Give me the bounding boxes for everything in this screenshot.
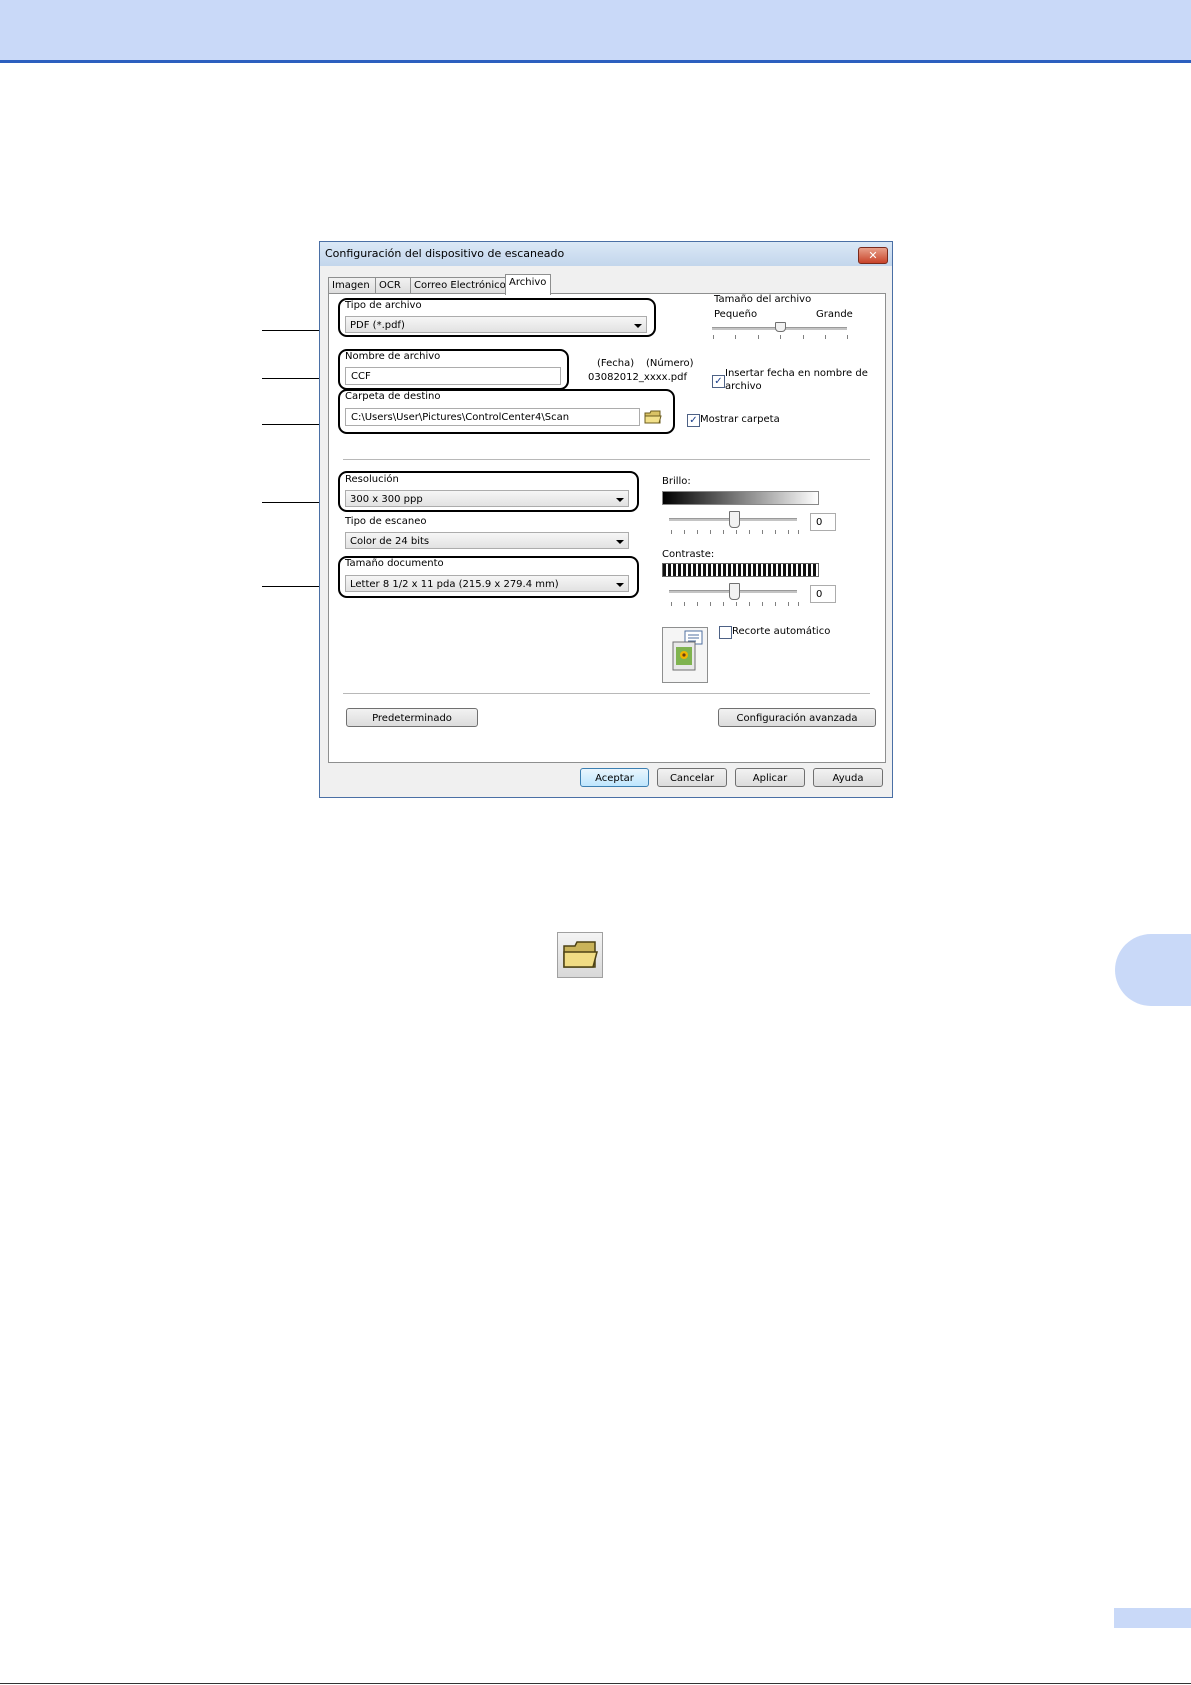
callout-line-file-name bbox=[262, 378, 334, 379]
section-divider bbox=[343, 693, 870, 694]
browse-folder-button[interactable] bbox=[643, 408, 663, 426]
file-type-combo[interactable]: PDF (*.pdf) bbox=[345, 316, 647, 333]
auto-crop-label: Recorte automático bbox=[732, 626, 831, 637]
page-number-tab bbox=[1114, 1608, 1191, 1628]
document-size-label: Tamaño documento bbox=[345, 558, 444, 569]
brightness-value-input[interactable]: 0 bbox=[810, 513, 836, 531]
number-hint: (Número) bbox=[646, 358, 694, 369]
apply-button[interactable]: Aplicar bbox=[735, 768, 805, 787]
section-divider bbox=[343, 459, 870, 460]
checkmark-icon: ✓ bbox=[714, 376, 723, 387]
file-size-label: Tamaño del archivo bbox=[714, 294, 812, 305]
file-type-label: Tipo de archivo bbox=[345, 300, 422, 311]
default-button[interactable]: Predeterminado bbox=[346, 708, 478, 727]
callout-line-document-size bbox=[262, 586, 334, 587]
callout-line-destination bbox=[262, 424, 334, 425]
contrast-pattern bbox=[662, 563, 819, 577]
contrast-slider-thumb[interactable] bbox=[728, 583, 740, 600]
page-header-band bbox=[0, 0, 1191, 63]
chevron-down-icon bbox=[616, 498, 624, 502]
file-name-input[interactable]: CCF bbox=[345, 367, 561, 385]
date-hint: (Fecha) bbox=[597, 358, 635, 369]
tab-archivo[interactable]: Archivo bbox=[505, 274, 551, 295]
auto-crop-preview bbox=[662, 627, 708, 683]
dialog-client: Imagen OCR Correo Electrónico Archivo Ti… bbox=[320, 266, 892, 797]
chevron-down-icon bbox=[616, 540, 624, 544]
file-size-slider-thumb[interactable] bbox=[775, 322, 786, 332]
dialog-titlebar: Configuración del dispositivo de escanea… bbox=[320, 242, 892, 266]
tab-correo-electronico[interactable]: Correo Electrónico bbox=[410, 277, 507, 294]
cancel-button[interactable]: Cancelar bbox=[657, 768, 727, 787]
insert-date-label-line2: archivo bbox=[725, 381, 762, 392]
resolution-label: Resolución bbox=[345, 474, 399, 485]
help-button[interactable]: Ayuda bbox=[813, 768, 883, 787]
insert-date-label-line1: Insertar fecha en nombre de bbox=[725, 368, 868, 379]
contrast-label: Contraste: bbox=[662, 549, 715, 560]
file-size-ticks bbox=[713, 335, 848, 339]
archivo-panel: Tipo de archivo PDF (*.pdf) Tamaño del a… bbox=[328, 293, 886, 763]
scan-type-label: Tipo de escaneo bbox=[345, 516, 427, 527]
ok-button[interactable]: Aceptar bbox=[580, 768, 649, 787]
document-size-value: Letter 8 1/2 x 11 pda (215.9 x 279.4 mm) bbox=[350, 579, 559, 590]
chevron-down-icon bbox=[634, 324, 642, 328]
dialog-title: Configuración del dispositivo de escanea… bbox=[325, 247, 565, 260]
insert-date-checkbox[interactable]: ✓ bbox=[712, 375, 725, 388]
resolution-value: 300 x 300 ppp bbox=[350, 494, 423, 505]
multi-page-photo-icon bbox=[672, 630, 703, 671]
browse-folder-illustration bbox=[557, 932, 603, 978]
file-name-example: 03082012_xxxx.pdf bbox=[588, 372, 687, 383]
show-folder-checkbox[interactable]: ✓ bbox=[687, 414, 700, 427]
callout-frame-destination bbox=[338, 389, 675, 434]
folder-icon bbox=[644, 410, 662, 424]
checkmark-icon: ✓ bbox=[689, 415, 698, 426]
callout-line-resolution bbox=[262, 502, 334, 503]
destination-label: Carpeta de destino bbox=[345, 391, 441, 402]
footer-rule bbox=[0, 1683, 1191, 1684]
tab-ocr[interactable]: OCR bbox=[375, 277, 411, 294]
resolution-combo[interactable]: 300 x 300 ppp bbox=[345, 490, 629, 507]
callout-frame-resolution bbox=[338, 471, 639, 512]
destination-input[interactable]: C:\Users\User\Pictures\ControlCenter4\Sc… bbox=[345, 408, 640, 426]
callout-line-file-type bbox=[262, 330, 334, 331]
document-size-combo[interactable]: Letter 8 1/2 x 11 pda (215.9 x 279.4 mm) bbox=[345, 575, 629, 592]
brightness-slider-thumb[interactable] bbox=[728, 511, 740, 528]
file-name-label: Nombre de archivo bbox=[345, 351, 441, 362]
scan-settings-dialog: Configuración del dispositivo de escanea… bbox=[319, 241, 893, 798]
callout-frame-file-name bbox=[338, 349, 569, 390]
show-folder-label: Mostrar carpeta bbox=[700, 414, 780, 425]
brightness-ticks bbox=[671, 530, 799, 534]
auto-crop-checkbox[interactable] bbox=[719, 626, 732, 639]
callout-frame-file-type bbox=[338, 298, 656, 337]
tab-imagen[interactable]: Imagen bbox=[328, 277, 376, 294]
brightness-gradient bbox=[662, 491, 819, 505]
close-button[interactable]: ✕ bbox=[858, 247, 888, 264]
contrast-value-input[interactable]: 0 bbox=[810, 585, 836, 603]
chapter-side-tab bbox=[1115, 934, 1191, 1006]
file-size-small-label: Pequeño bbox=[714, 309, 758, 320]
file-type-value: PDF (*.pdf) bbox=[350, 320, 405, 331]
scan-type-value: Color de 24 bits bbox=[350, 536, 430, 547]
folder-icon bbox=[563, 941, 598, 968]
scan-type-combo[interactable]: Color de 24 bits bbox=[345, 532, 629, 549]
chevron-down-icon bbox=[616, 583, 624, 587]
file-size-large-label: Grande bbox=[816, 309, 853, 320]
brightness-label: Brillo: bbox=[662, 476, 691, 487]
contrast-ticks bbox=[671, 602, 799, 606]
callout-frame-document-size bbox=[338, 556, 639, 598]
advanced-settings-button[interactable]: Configuración avanzada bbox=[718, 708, 876, 727]
